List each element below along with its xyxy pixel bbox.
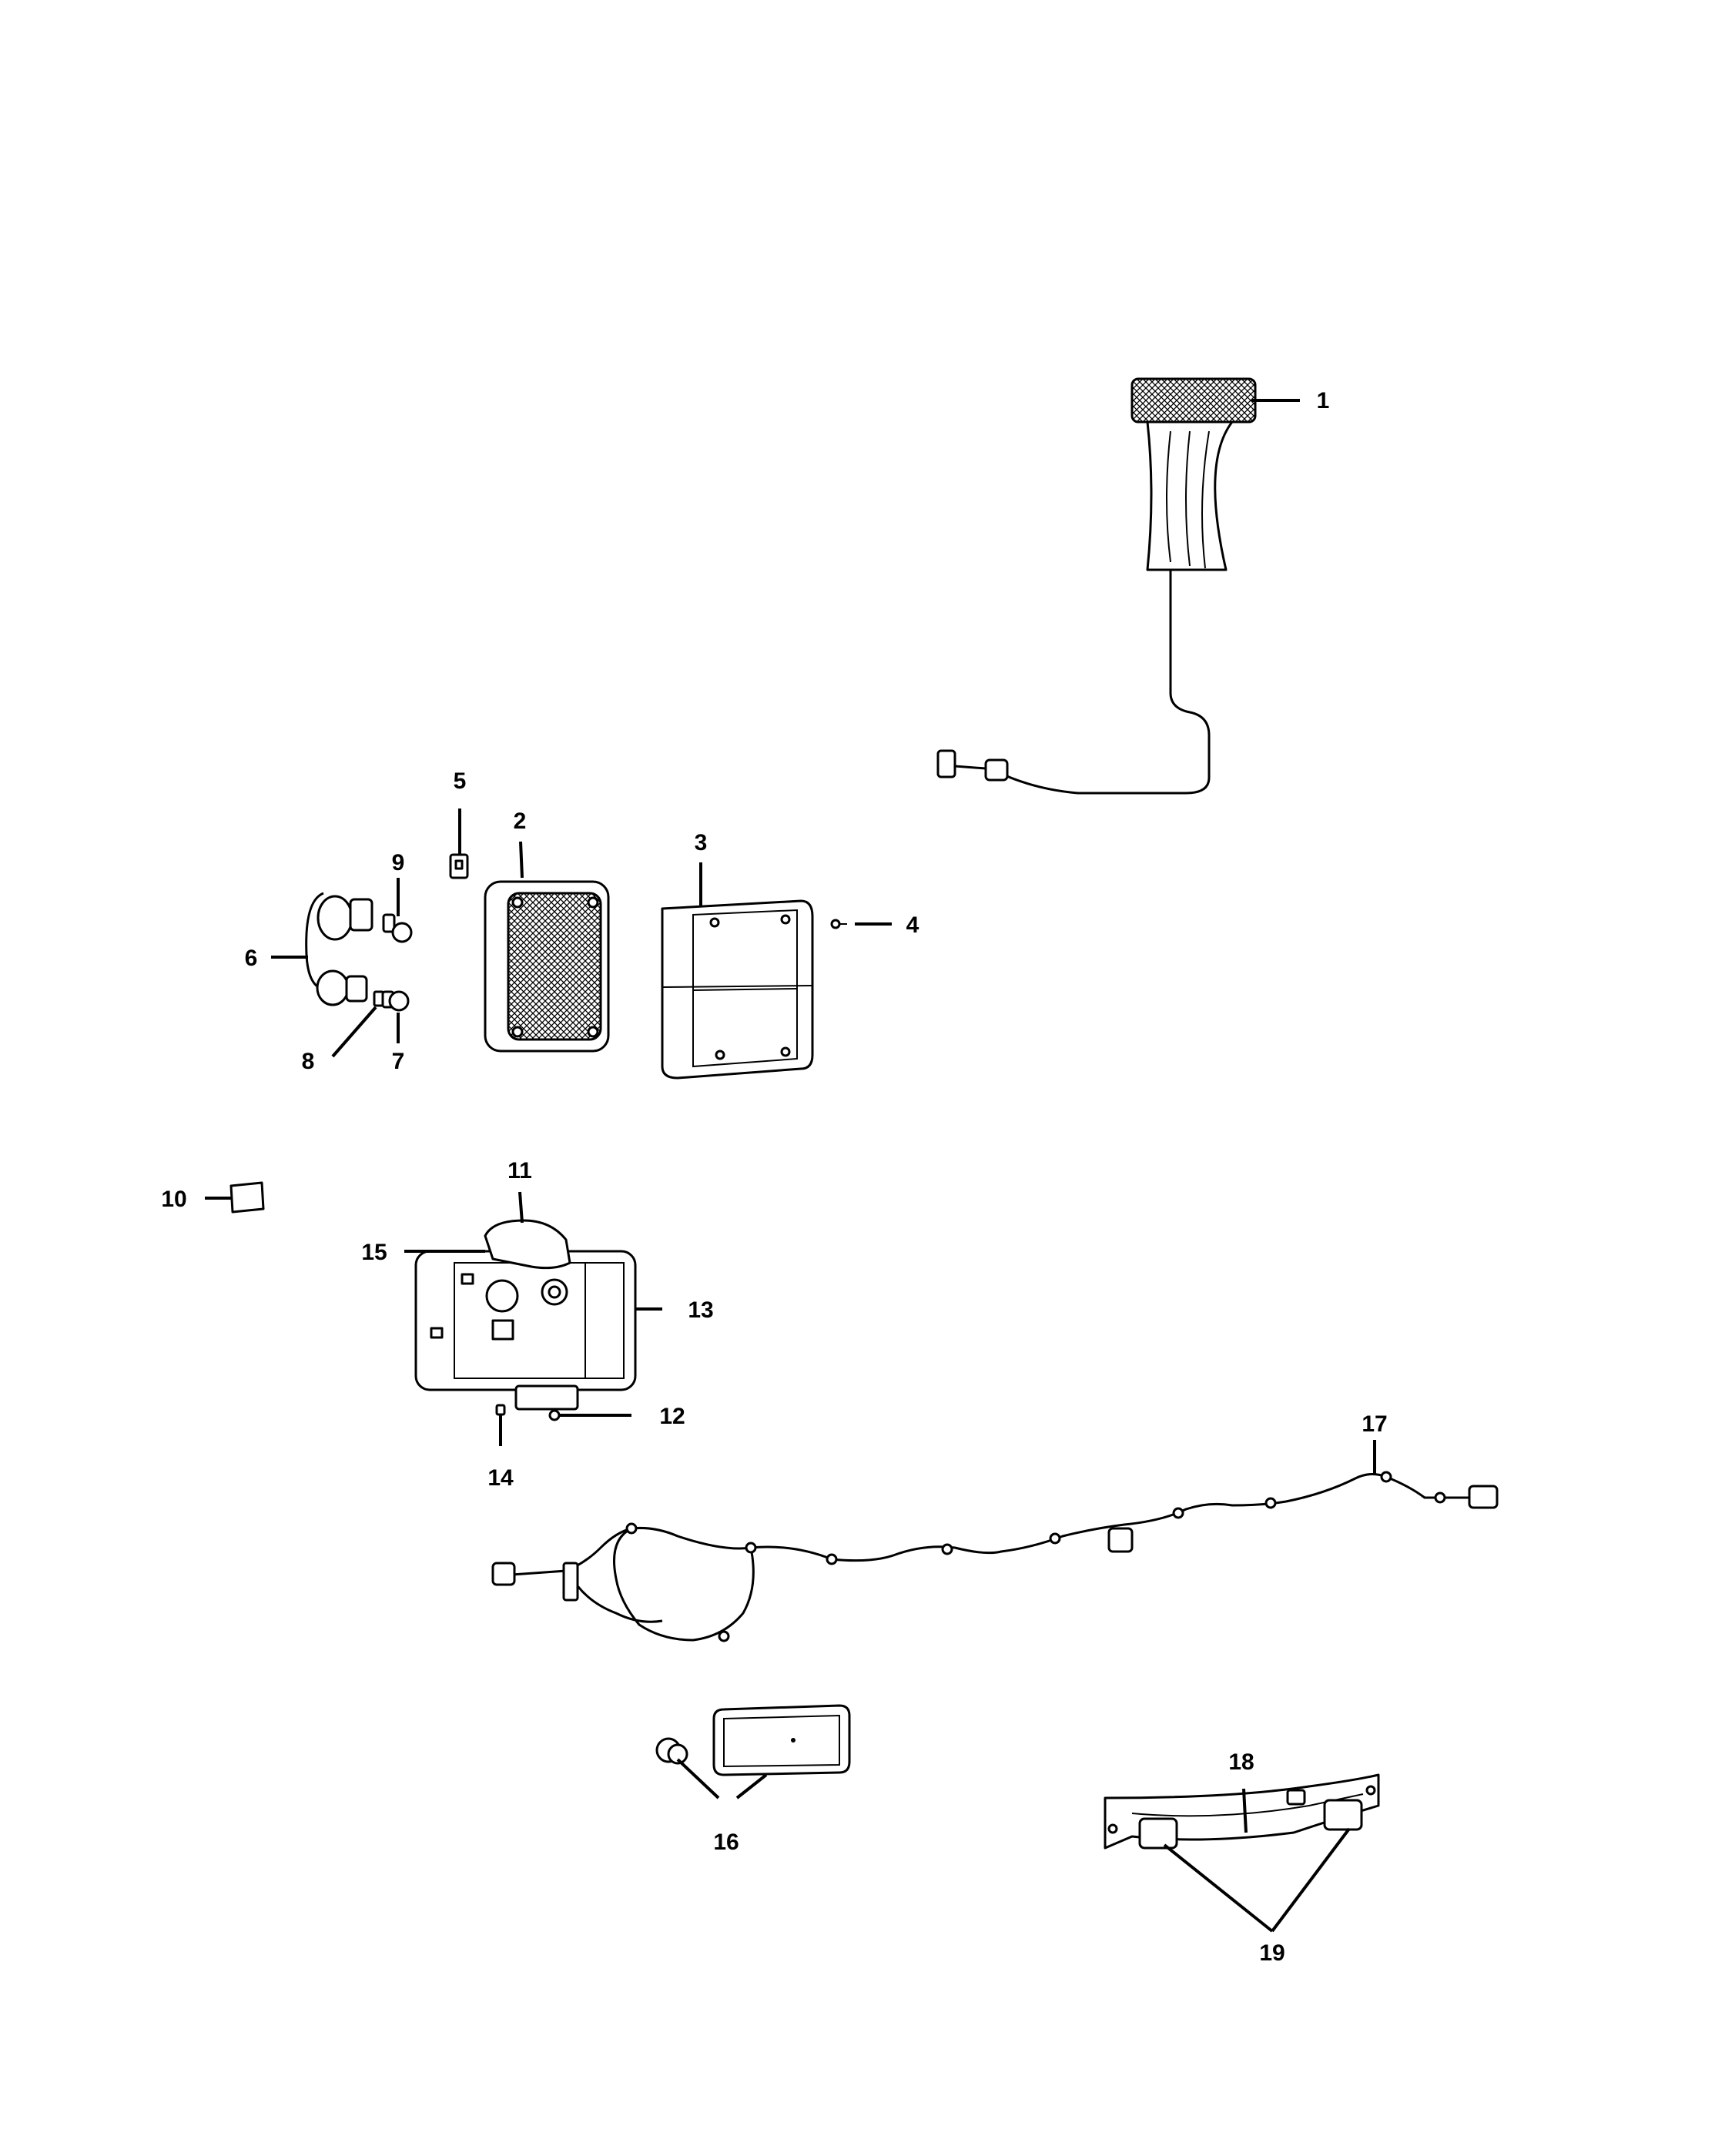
part-1-high-mount-lamp bbox=[936, 377, 1257, 795]
callout-19: 19 bbox=[1259, 1940, 1285, 1966]
part-2-tail-lamp bbox=[484, 880, 610, 1053]
callout-1: 1 bbox=[1317, 388, 1330, 413]
callout-2: 2 bbox=[514, 808, 527, 834]
part-12-screw bbox=[548, 1409, 561, 1421]
callout-12: 12 bbox=[659, 1404, 685, 1429]
callout-6: 6 bbox=[245, 946, 258, 971]
part-14-nut bbox=[495, 1404, 506, 1416]
callout-7: 7 bbox=[392, 1049, 405, 1074]
callout-9: 9 bbox=[392, 850, 405, 875]
part-9-bulb bbox=[382, 913, 413, 943]
callout-labels: 1 2 3 4 5 6 7 8 9 10 11 12 13 14 15 16 1… bbox=[161, 388, 1387, 1966]
callout-11: 11 bbox=[507, 1158, 532, 1183]
part-13-lamp-housing bbox=[414, 1250, 637, 1411]
callout-5: 5 bbox=[454, 768, 467, 794]
part-5-clip bbox=[449, 853, 469, 879]
callout-3: 3 bbox=[695, 830, 708, 855]
callout-18: 18 bbox=[1228, 1749, 1254, 1775]
callout-13: 13 bbox=[688, 1297, 713, 1323]
part-10-pad bbox=[229, 1181, 265, 1214]
part-19-license-lamps bbox=[1138, 1789, 1363, 1850]
callout-8: 8 bbox=[302, 1049, 315, 1074]
part-3-lamp-guard bbox=[661, 899, 814, 1080]
part-4-screw bbox=[830, 919, 847, 929]
callout-10: 10 bbox=[161, 1187, 186, 1212]
part-17-wiring-harness bbox=[491, 1471, 1499, 1642]
callout-4: 4 bbox=[906, 912, 919, 938]
leader-lines bbox=[205, 399, 1376, 1933]
part-6-socket-harness bbox=[305, 892, 373, 1006]
callout-16: 16 bbox=[713, 1830, 739, 1855]
part-11-lamp-cover bbox=[484, 1219, 571, 1270]
part-7-bulb bbox=[381, 990, 410, 1012]
part-16-bulb-and-lens bbox=[655, 1704, 851, 1776]
callout-17: 17 bbox=[1362, 1411, 1387, 1437]
callout-14: 14 bbox=[487, 1465, 514, 1491]
callout-15: 15 bbox=[361, 1240, 387, 1265]
